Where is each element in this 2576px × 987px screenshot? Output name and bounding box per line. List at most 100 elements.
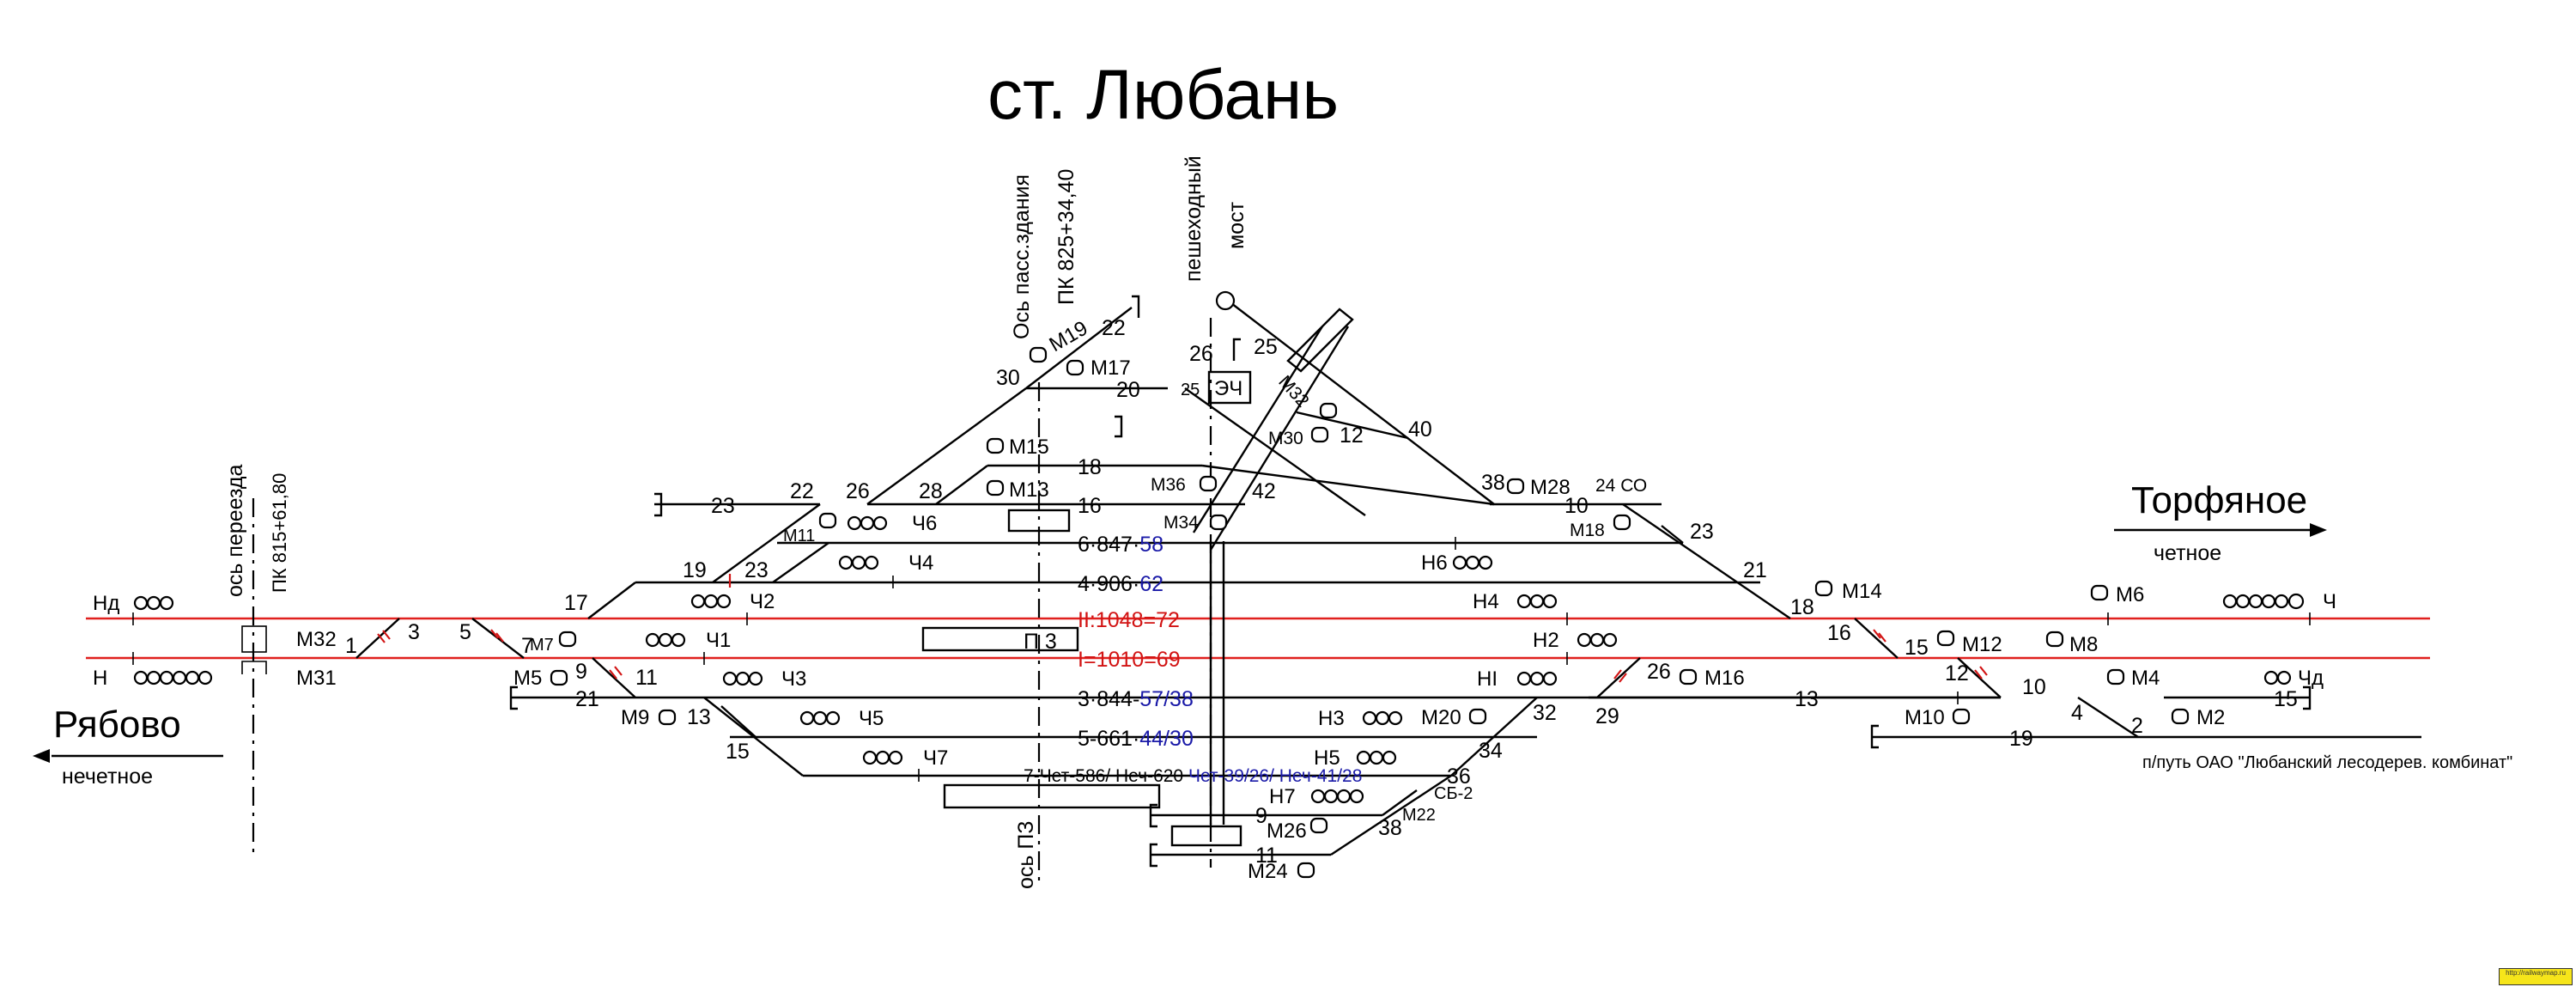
axis-bridge-label-2: мост <box>1224 201 1249 249</box>
switch-2: 2 <box>2131 714 2143 738</box>
switch-40: 40 <box>1408 417 1432 442</box>
ech-building <box>1207 370 1252 405</box>
signal-Nd: Нд <box>93 592 174 615</box>
axis-crossing-pk-label: ПК 815+61,80 <box>269 473 290 593</box>
svg-text:М32: М32 <box>296 628 337 651</box>
svg-text:М26: М26 <box>1267 819 1307 843</box>
platform-top <box>1007 509 1071 533</box>
switch-34: 36 <box>1447 765 1471 789</box>
svg-text:М16: М16 <box>1704 667 1745 690</box>
switch-lock-marks <box>377 574 1988 683</box>
switch-24: 25 <box>1254 335 1278 359</box>
svg-text:М20: М20 <box>1421 706 1461 729</box>
track-number-23: 23 <box>711 494 735 518</box>
svg-text:М12: М12 <box>1962 633 2002 656</box>
lead-27 <box>935 465 988 505</box>
svg-text:Н4: Н4 <box>1473 590 1499 613</box>
svg-text:Ч7: Ч7 <box>923 746 948 770</box>
svg-text:М28: М28 <box>1530 476 1571 499</box>
svg-text:М22: М22 <box>1402 806 1436 825</box>
svg-text:М32: М32 <box>1274 372 1312 411</box>
switch-38: 38 <box>1481 471 1505 495</box>
svg-text:М9: М9 <box>621 706 649 729</box>
switch-21: 22 <box>790 479 814 503</box>
signal-M2: М2 <box>2171 706 2225 729</box>
lead-24-40 <box>1227 300 1495 505</box>
switch-9: 9 <box>575 660 587 684</box>
signal-M19: М19 <box>1029 316 1092 363</box>
switch-12-top: 12 <box>1340 423 1364 448</box>
signal-M7: М7 <box>530 631 577 655</box>
buffer-stop-22 <box>1132 295 1140 318</box>
buffer-stop-19 <box>1870 724 1879 749</box>
svg-text:М19: М19 <box>1046 316 1092 356</box>
switch-3: 3 <box>408 620 420 644</box>
signal-M11: М11 <box>783 512 837 545</box>
signal-N: Н <box>93 667 213 690</box>
svg-text:М14: М14 <box>1842 580 1882 603</box>
signal-M18: М18 <box>1570 514 1631 540</box>
axis-bridge-label-1: пешеходный <box>1182 155 1206 282</box>
signal-N5: Н5 <box>1314 746 1397 770</box>
signal-M5: М5 <box>513 667 568 690</box>
track-number-15: 15 <box>2274 687 2298 711</box>
svg-text:I=1010=69: I=1010=69 <box>1078 648 1181 672</box>
switch-12-right: 12 <box>1945 661 1969 685</box>
svg-text:М11: М11 <box>783 527 815 545</box>
switch-15: 15 <box>726 740 750 764</box>
signal-M30: М30 <box>1268 426 1329 448</box>
siding-label: п/путь ОАО "Любанский лесодерев. комбина… <box>2142 753 2512 772</box>
watermark-badge[interactable]: http://railwaymap.ru <box>2499 968 2573 985</box>
axis-building-label: Ось пасс.здания <box>1010 174 1034 339</box>
switch-26-right: 26 <box>1647 660 1671 684</box>
switch-28: 29 <box>1595 704 1619 728</box>
switch-7: 7 <box>521 634 533 658</box>
crossover-14-16 <box>1854 618 1899 659</box>
buffer-stop-26 <box>1232 338 1241 361</box>
svg-text:М6: М6 <box>2116 583 2144 606</box>
axis-crossing-label: ось переезда <box>223 465 247 597</box>
crossover-1-3 <box>355 618 400 659</box>
svg-text:Ч5: Ч5 <box>859 707 884 730</box>
signal-Ch2: Ч2 <box>690 590 775 613</box>
platform-bottom <box>943 783 1161 809</box>
track-number-10: 10 <box>1564 494 1589 518</box>
signal-N2: Н2 <box>1533 629 1618 652</box>
switch-17: 17 <box>564 591 588 615</box>
signal-M16: М16 <box>1679 667 1745 690</box>
lead-23-6 <box>772 542 829 583</box>
switch-11: 11 <box>635 666 658 690</box>
signal-M8: М8 <box>2045 631 2098 656</box>
track-label-4: 4·906·62 <box>1078 572 1163 596</box>
signal-Ch: Ч <box>2222 590 2336 613</box>
svg-text:М15: М15 <box>1009 436 1049 459</box>
svg-text:II:1048=72: II:1048=72 <box>1078 608 1180 632</box>
crossover-10-12 <box>1957 657 2002 698</box>
signal-NI: НI <box>1477 667 1558 691</box>
signal-N3: Н3 <box>1318 707 1403 730</box>
switch-22-right: 23 <box>1690 520 1714 544</box>
track-number-13: 13 <box>1795 687 1819 711</box>
signal-M32-top: М32 <box>1274 372 1338 419</box>
switch-18: 18 <box>1790 595 1814 619</box>
lead-13-5 <box>720 705 756 738</box>
svg-text:Нд: Нд <box>93 592 119 615</box>
svg-text:Ч3: Ч3 <box>781 667 806 691</box>
lead-25-29 <box>866 387 1027 505</box>
track-label-3: 3·844-57/38 <box>1078 687 1194 711</box>
svg-text:М17: М17 <box>1091 356 1131 380</box>
switch-4: 4 <box>2071 701 2083 725</box>
svg-text:М4: М4 <box>2131 667 2160 690</box>
signal-N6: Н6 <box>1421 551 1493 575</box>
insulating-joints <box>132 537 2311 782</box>
direction-left-parity: нечетное <box>62 765 153 789</box>
lead-4-2 <box>2077 696 2139 739</box>
svg-text:6·847·58: 6·847·58 <box>1078 533 1163 557</box>
platform-p3 <box>921 626 1079 652</box>
track-number-11: 11 <box>1255 844 1278 868</box>
station-title: ст. Любань <box>987 56 1339 134</box>
lead-19-21 <box>712 503 821 583</box>
svg-text:М30: М30 <box>1268 429 1303 448</box>
track-label-II: II:1048=72 <box>1078 608 1180 632</box>
lead-30-32 <box>1450 697 1538 777</box>
